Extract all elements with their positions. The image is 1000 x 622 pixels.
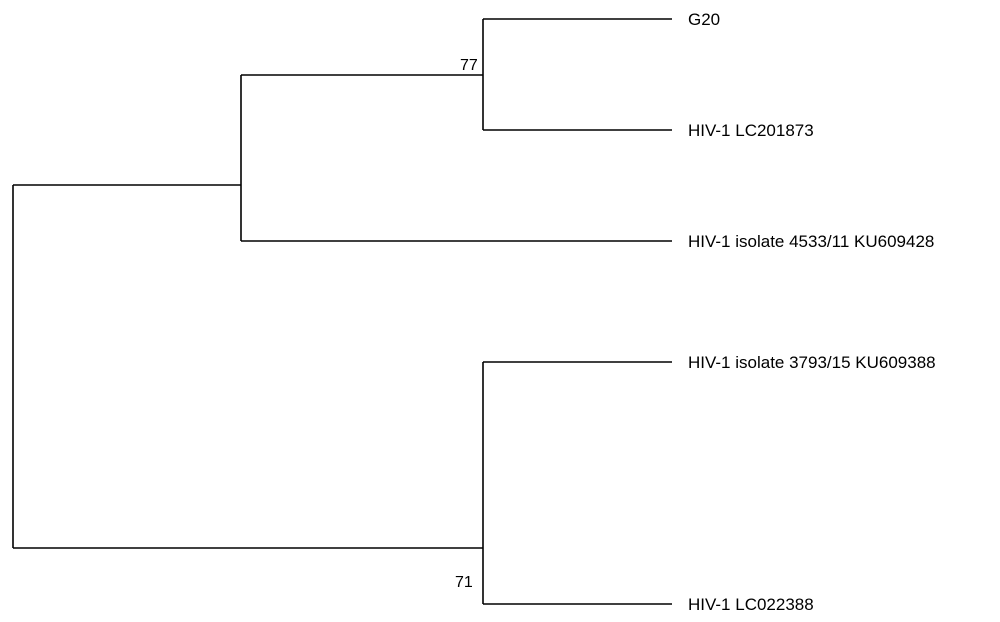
- taxon-label-lc022388: HIV-1 LC022388: [688, 595, 814, 614]
- taxon-label-g20: G20: [688, 10, 720, 29]
- clade-upper-node: [240, 74, 672, 242]
- clade-lower-node: [482, 361, 672, 605]
- support-label-clade-lower: 71: [455, 574, 473, 591]
- subclade-g20-node: [482, 18, 672, 131]
- support-label-clade-g20: 77: [460, 57, 478, 74]
- taxon-label-ku609428: HIV-1 isolate 4533/11 KU609428: [688, 232, 934, 251]
- taxon-label-lc201873: HIV-1 LC201873: [688, 121, 814, 140]
- root-node: [12, 184, 483, 549]
- taxon-label-ku609388: HIV-1 isolate 3793/15 KU609388: [688, 353, 936, 372]
